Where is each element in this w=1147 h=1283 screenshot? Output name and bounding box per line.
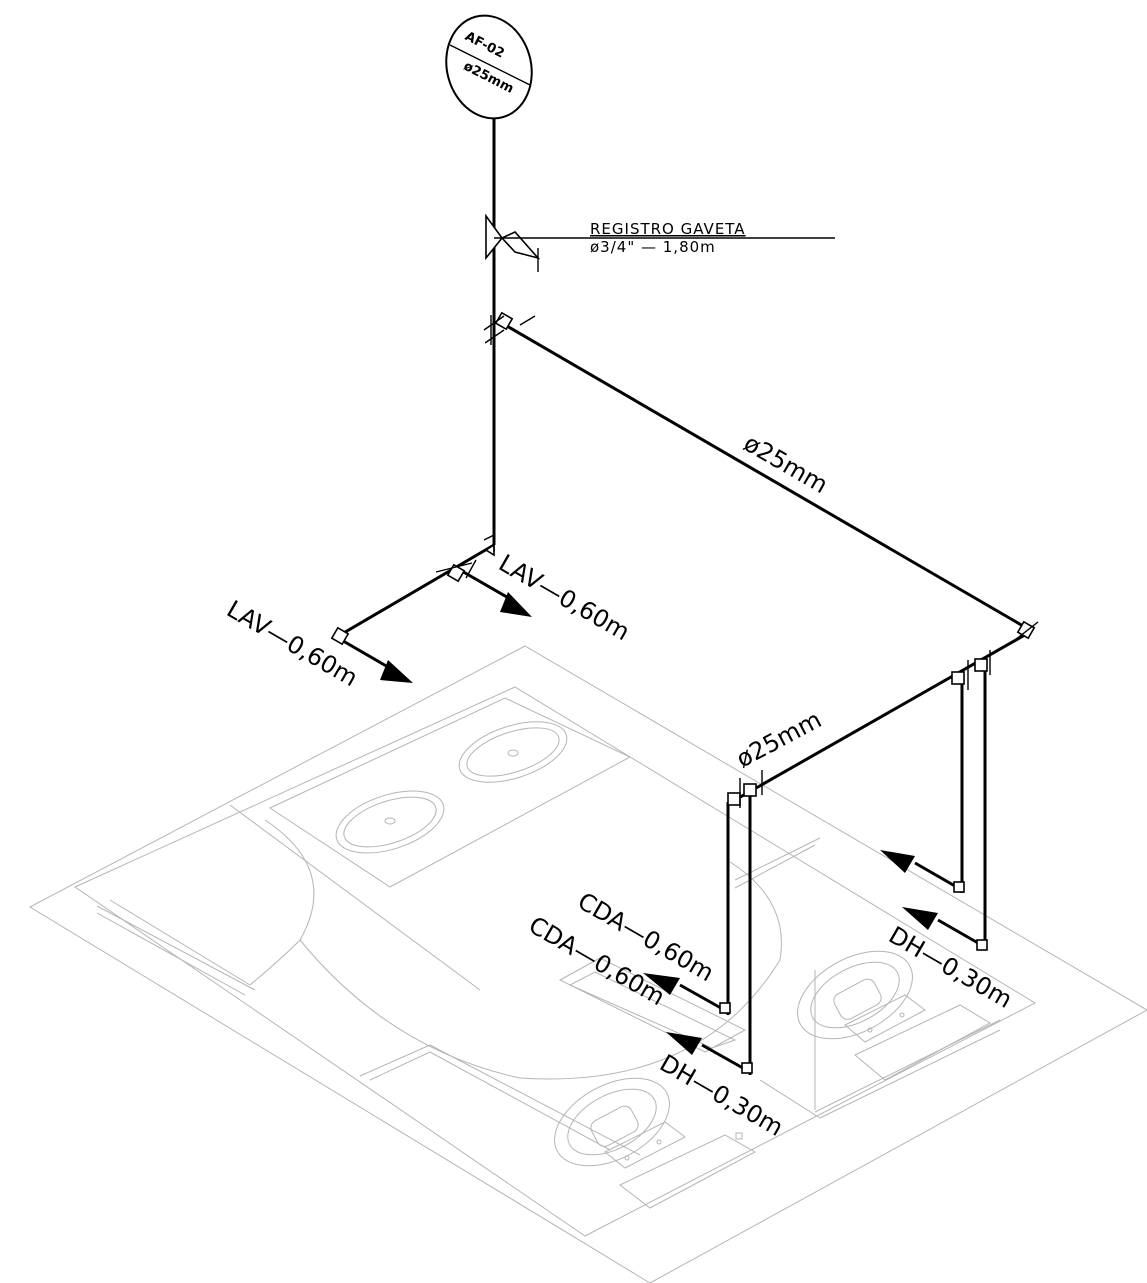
arrow-lav-right <box>500 592 532 617</box>
branch-diameter-label: ø25mm <box>732 705 826 773</box>
outlet-arrows <box>380 592 938 1055</box>
piping <box>330 118 1039 1075</box>
arrow-dh-right-upper <box>880 850 915 873</box>
inner-wall-outline <box>73 686 1037 1237</box>
valve-spec-label: ø3/4" — 1,80m <box>590 238 716 256</box>
dh-left-label: DH—0,30m <box>655 1049 788 1142</box>
countertop <box>268 697 632 888</box>
labels: REGISTRO GAVETA ø3/4" — 1,80m ø25mm ø25m… <box>222 220 1017 1142</box>
main-run-pipe <box>499 320 1031 632</box>
floor-outline <box>28 645 1147 1283</box>
arrow-dh-left <box>666 1032 702 1055</box>
riser-tag: AF-02 ø25mm <box>445 14 533 120</box>
gate-valve-icon <box>485 213 835 272</box>
arrow-cda <box>643 973 680 995</box>
vanity-branch-pipe <box>334 543 495 640</box>
lav-right-label: LAV—0,60m <box>494 549 634 646</box>
arrow-lav-left <box>380 660 413 683</box>
valve-name-label: REGISTRO GAVETA <box>590 220 746 238</box>
arrow-dh-right-lower <box>902 907 938 930</box>
